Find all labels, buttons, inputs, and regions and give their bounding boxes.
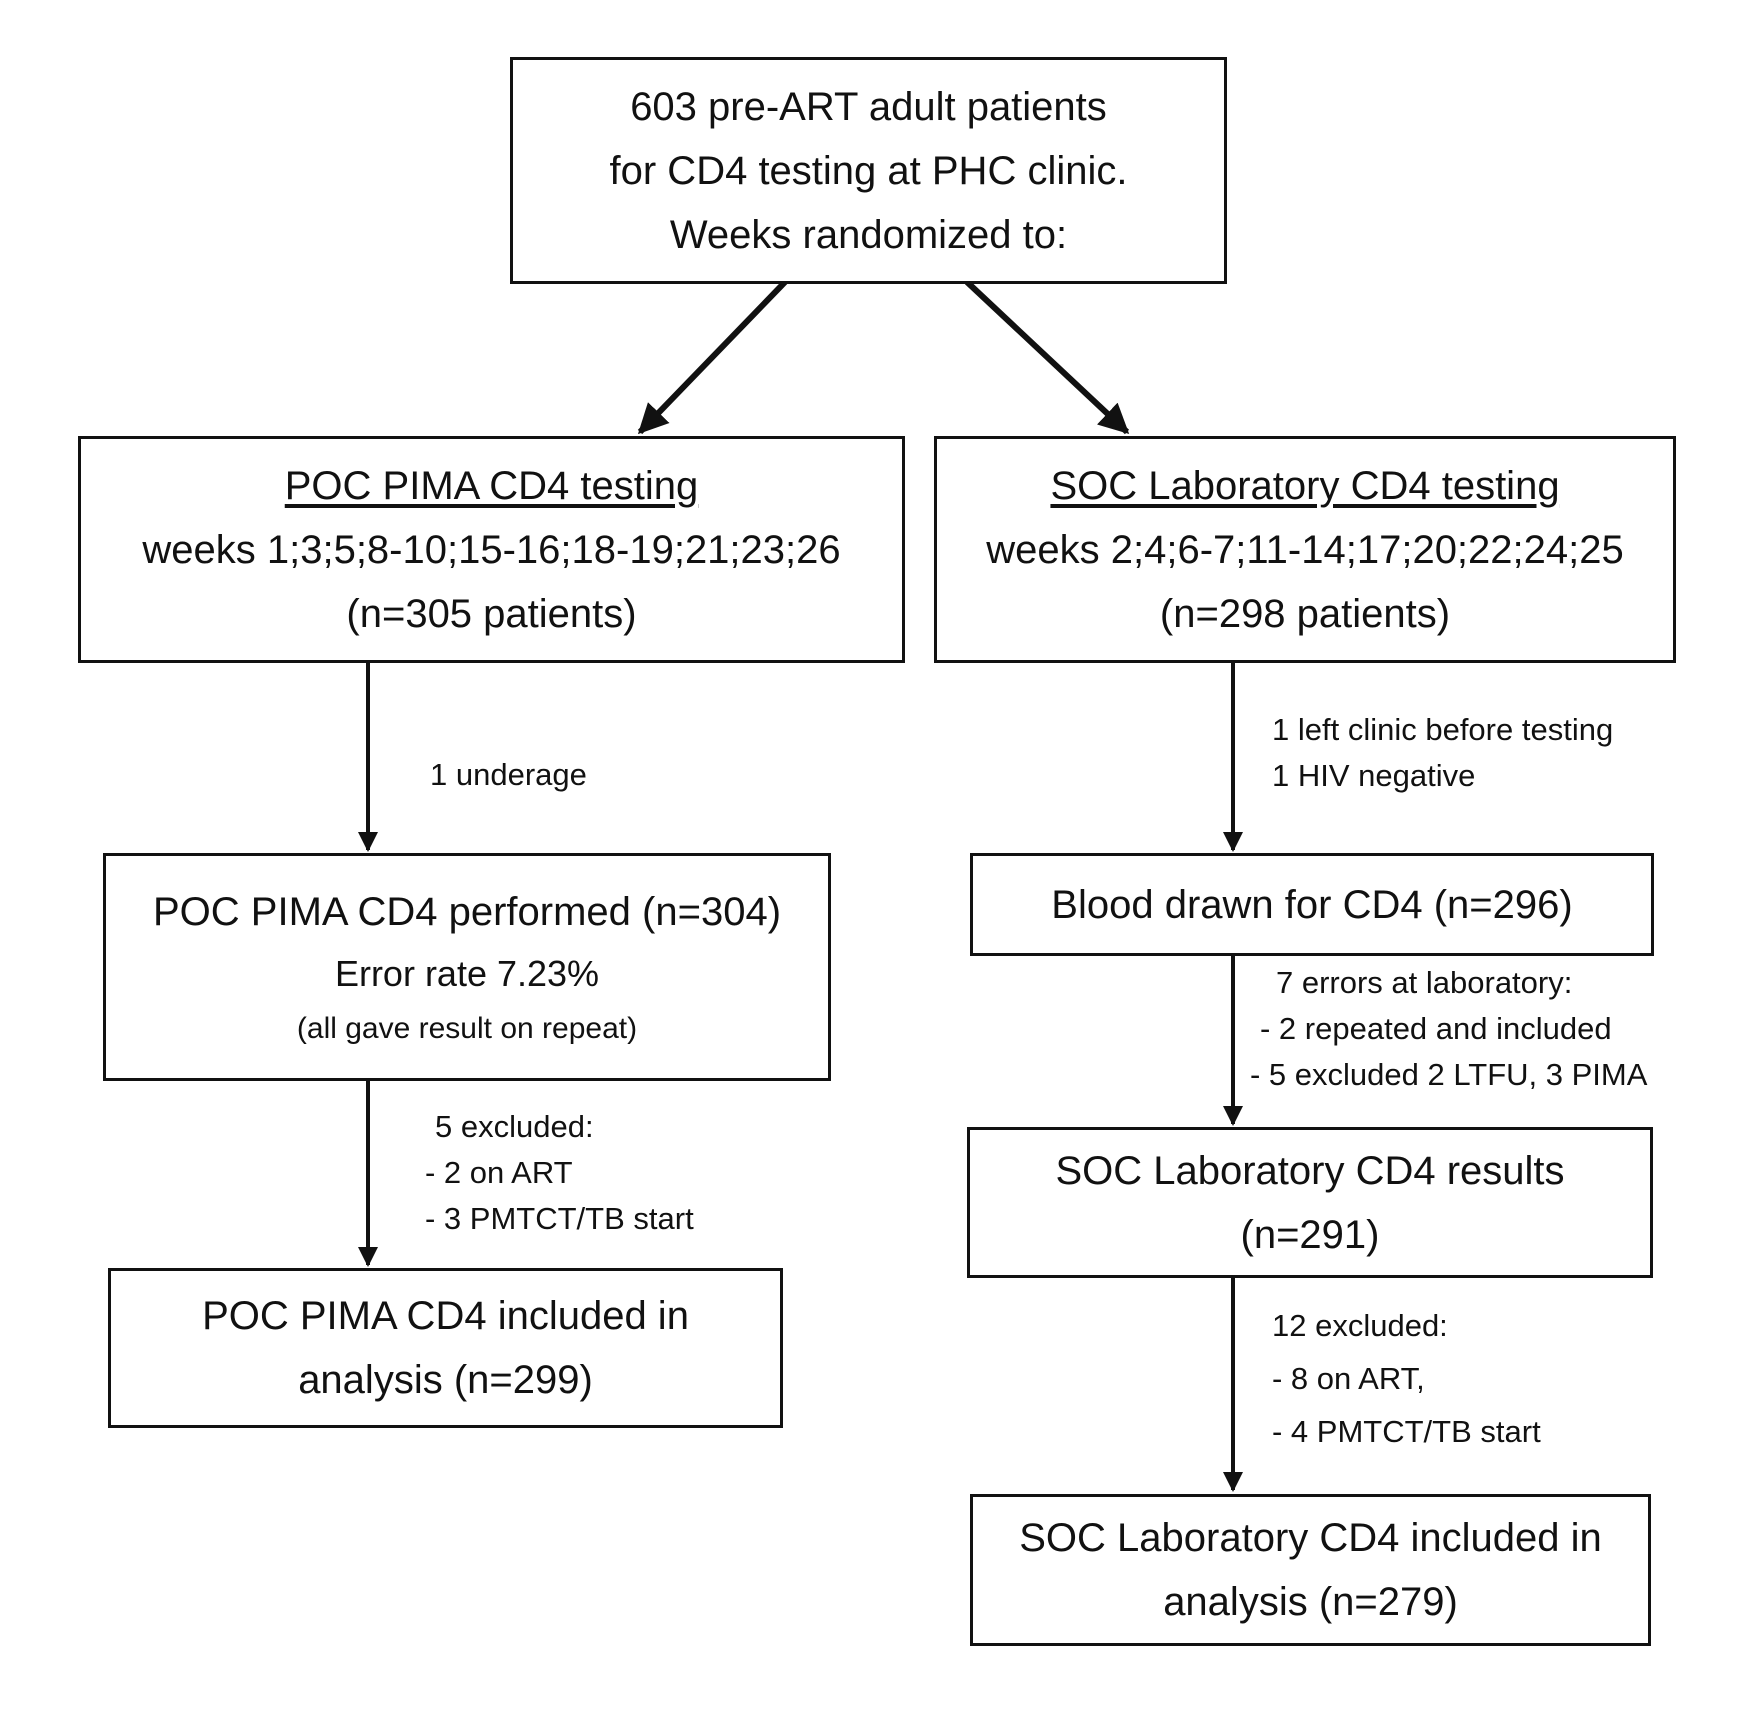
soc-excl2-line-3: - 4 PMTCT/TB start [1272, 1414, 1541, 1449]
soc-excl2-line-2: - 8 on ART, [1272, 1361, 1425, 1396]
start-box: 603 pre-ART adult patients for CD4 testi… [510, 57, 1227, 284]
soc-errors-line-2: - 2 repeated and included [1260, 1011, 1612, 1046]
poc-final-line-2: analysis (n=299) [298, 1358, 593, 1402]
poc-repeat-note: (all gave result on repeat) [296, 1012, 638, 1045]
arrow-start-to-soc [964, 279, 1130, 435]
poc-excl1-line-1: 1 underage [430, 757, 587, 792]
soc-final-line-2: analysis (n=279) [1163, 1580, 1458, 1624]
poc-testing-box: POC PIMA CD4 testing weeks 1;3;5;8-10;15… [78, 436, 905, 663]
soc-exclusion-note-1: 1 left clinic before testing 1 HIV negat… [1272, 707, 1613, 799]
poc-n: (n=305 patients) [346, 591, 637, 636]
soc-results-line-2: (n=291) [1240, 1212, 1380, 1257]
poc-performed-title: POC PIMA CD4 performed (n=304) [152, 890, 782, 934]
poc-final-box: POC PIMA CD4 included in analysis (n=299… [108, 1268, 783, 1428]
arrow-start-to-poc [637, 279, 788, 435]
soc-blood-drawn-box: Blood drawn for CD4 (n=296) [970, 853, 1654, 956]
soc-testing-box: SOC Laboratory CD4 testing weeks 2;4;6-7… [934, 436, 1676, 663]
poc-error-rate: Error rate 7.23% [334, 953, 600, 994]
poc-weeks: weeks 1;3;5;8-10;15-16;18-19;21;23;26 [142, 527, 841, 572]
poc-title: POC PIMA CD4 testing [284, 463, 699, 508]
soc-exclusion-note-2: 12 excluded: - 8 on ART, - 4 PMTCT/TB st… [1272, 1299, 1541, 1458]
poc-exclusion-note-1: 1 underage [430, 752, 587, 798]
soc-title: SOC Laboratory CD4 testing [1050, 463, 1560, 508]
soc-excl1-line-1: 1 left clinic before testing [1272, 712, 1614, 747]
start-line-1: 603 pre-ART adult patients [630, 84, 1107, 129]
soc-n: (n=298 patients) [1159, 591, 1451, 636]
soc-lab-errors-note: 7 errors at laboratory: - 2 repeated and… [1250, 960, 1647, 1098]
start-line-3: Weeks randomized to: [669, 212, 1068, 257]
soc-results-box: SOC Laboratory CD4 results (n=291) [967, 1127, 1653, 1278]
poc-excl2-line-3: - 3 PMTCT/TB start [425, 1201, 694, 1236]
soc-final-box: SOC Laboratory CD4 included in analysis … [970, 1494, 1651, 1646]
soc-errors-line-3: - 5 excluded 2 LTFU, 3 PIMA [1250, 1057, 1648, 1092]
poc-exclusion-note-2: 5 excluded: - 2 on ART - 3 PMTCT/TB star… [425, 1104, 694, 1242]
poc-excl2-line-2: - 2 on ART [425, 1155, 573, 1190]
poc-performed-box: POC PIMA CD4 performed (n=304) Error rat… [103, 853, 831, 1081]
soc-final-line-1: SOC Laboratory CD4 included in [1019, 1516, 1602, 1560]
poc-final-line-1: POC PIMA CD4 included in [202, 1294, 689, 1338]
soc-drawn-title: Blood drawn for CD4 (n=296) [1051, 882, 1573, 927]
soc-errors-line-1: 7 errors at laboratory: [1276, 965, 1573, 1000]
soc-weeks: weeks 2;4;6-7;11-14;17;20;22;24;25 [986, 527, 1624, 572]
start-line-2: for CD4 testing at PHC clinic. [609, 148, 1128, 193]
soc-excl2-line-1: 12 excluded: [1272, 1308, 1448, 1343]
poc-excl2-line-1: 5 excluded: [435, 1109, 594, 1144]
soc-excl1-line-2: 1 HIV negative [1272, 758, 1476, 793]
soc-results-line-1: SOC Laboratory CD4 results [1055, 1148, 1565, 1193]
